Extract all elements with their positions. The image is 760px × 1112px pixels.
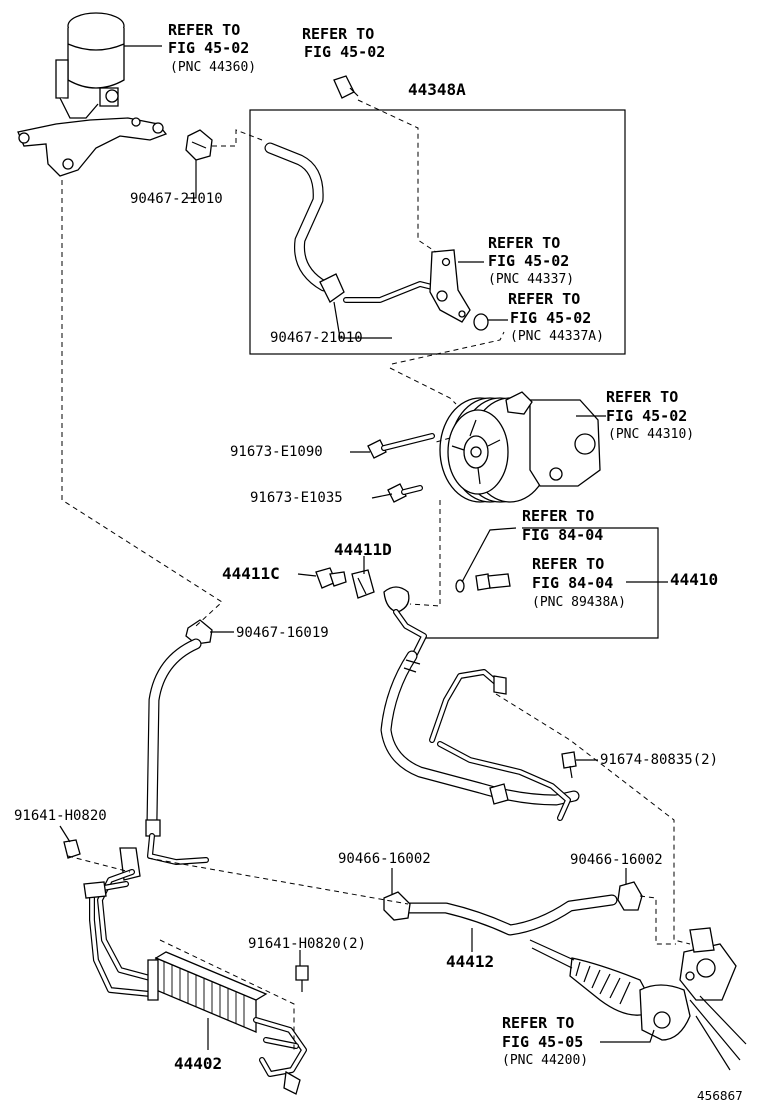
pump-ref-line1: REFER TO <box>606 388 679 406</box>
top-bolt-ref-line2: FIG 45-02 <box>304 43 386 61</box>
part-number-44348A: 44348A <box>408 80 466 99</box>
pressure-switch <box>475 573 511 591</box>
switch-ref-line1: REFER TO <box>532 555 605 573</box>
part-number-44410: 44410 <box>670 570 719 589</box>
part-number-44411D: 44411D <box>334 540 392 559</box>
pump-ref-pnc: (PNC 44310) <box>608 427 695 442</box>
clip-16019 <box>185 619 213 645</box>
part-number-bolt-h0820-pair: 91641-H0820(2) <box>248 936 367 952</box>
pressure-port-bracket <box>429 249 471 323</box>
switch-ring <box>455 579 465 593</box>
union-bolt <box>315 567 347 589</box>
top-bolt <box>333 75 359 99</box>
pressure-tube <box>380 586 580 821</box>
connection-lines <box>61 99 691 1050</box>
part-number-44411C: 44411C <box>222 564 280 583</box>
bracket-ref-line1: REFER TO <box>488 234 561 252</box>
oring-ref-line1: REFER TO <box>508 290 581 308</box>
ring-ref-line1: REFER TO <box>522 507 595 525</box>
power-steering-pump <box>439 391 601 503</box>
part-number-bolt-h0820-left: 91641-H0820 <box>14 808 107 824</box>
clip-upper <box>185 129 213 161</box>
clamp-16002-right <box>617 881 643 911</box>
bolt-short <box>387 483 423 503</box>
reservoir-ref-line1: REFER TO <box>168 21 241 39</box>
part-number-44402: 44402 <box>174 1054 223 1073</box>
cooler-lines <box>83 847 153 997</box>
part-number-clamp-16002-mid: 90466-16002 <box>338 851 431 867</box>
leader-lines <box>59 45 668 1050</box>
reservoir-ref-line2: FIG 45-02 <box>168 39 250 57</box>
reservoir-tank <box>55 12 125 119</box>
return-hose <box>264 142 439 303</box>
part-number-bolt-80835: 91674-80835(2) <box>600 752 719 768</box>
bracket-ref-line2: FIG 45-02 <box>488 252 570 270</box>
part-number-bolt-e1035: 91673-E1035 <box>250 490 343 506</box>
return-hose-lower <box>145 638 209 865</box>
bolt-h0820-pair <box>295 965 309 992</box>
reservoir-ref-pnc: (PNC 44360) <box>170 60 257 75</box>
part-number-clamp-16002-right: 90466-16002 <box>570 852 663 868</box>
ring-ref-line2: FIG 84-04 <box>522 526 604 544</box>
gear-ref-line1: REFER TO <box>502 1014 575 1032</box>
oring-ref-line2: FIG 45-02 <box>510 309 592 327</box>
pump-ref-line2: FIG 45-02 <box>606 407 688 425</box>
switch-ref-pnc: (PNC 89438A) <box>532 595 626 610</box>
steering-gear <box>529 927 747 1071</box>
part-number-bolt-e1090: 91673-E1090 <box>230 444 323 460</box>
gear-ref-pnc: (PNC 44200) <box>502 1053 589 1068</box>
gasket <box>351 569 375 599</box>
bolt-long <box>367 433 435 459</box>
oring-ref-pnc: (PNC 44337A) <box>510 329 604 344</box>
oil-cooler <box>147 951 307 1095</box>
top-bolt-ref-line1: REFER TO <box>302 25 375 43</box>
part-number-clip-upper: 90467-21010 <box>130 191 223 207</box>
bolt-80835 <box>561 751 577 779</box>
diagram-id: 456867 <box>697 1089 743 1103</box>
part-number-clip-16019: 90467-16019 <box>236 625 329 641</box>
bolt-h0820-left <box>63 839 81 859</box>
part-number-44412: 44412 <box>446 952 495 971</box>
reservoir-bracket <box>17 117 168 177</box>
part-number-clip-inner: 90467-21010 <box>270 330 363 346</box>
hose-44412 <box>404 894 618 936</box>
bracket-ref-pnc: (PNC 44337) <box>488 272 575 287</box>
o-ring <box>473 313 489 331</box>
clamp-16002-mid <box>383 891 411 921</box>
switch-ref-line2: FIG 84-04 <box>532 574 614 592</box>
gear-ref-line2: FIG 45-05 <box>502 1033 584 1051</box>
